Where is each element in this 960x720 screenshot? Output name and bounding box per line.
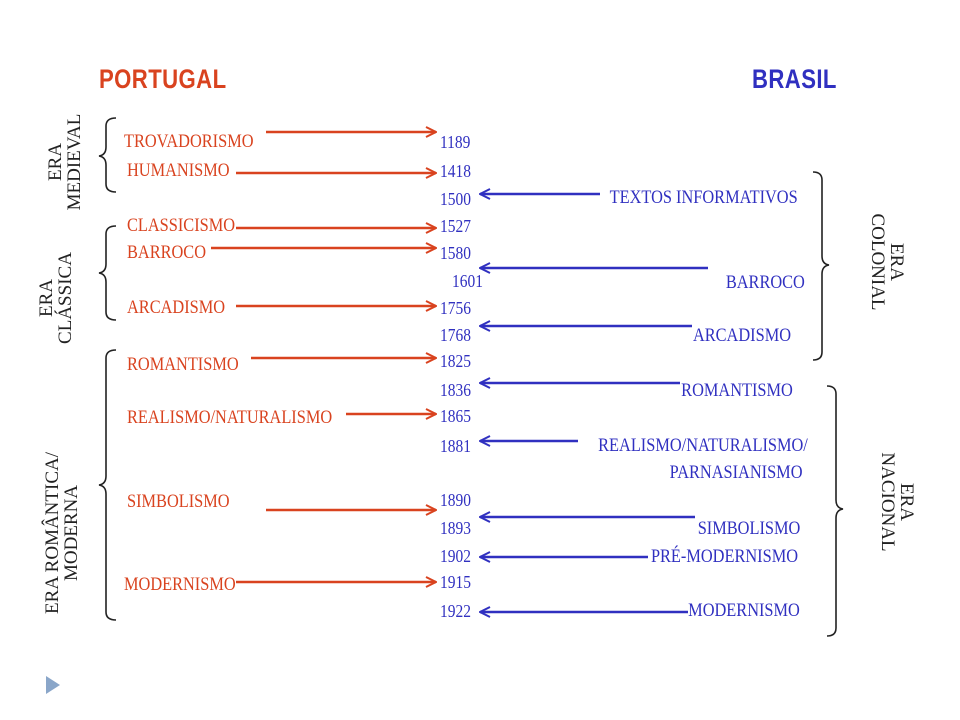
brasil-header: BRASIL	[752, 64, 837, 94]
br-year: 1768	[440, 325, 471, 345]
br-movement-label-line2: PARNASIANISMO	[670, 462, 803, 483]
era-classica-line2: CLÁSSICA	[55, 252, 76, 344]
bracket-classica	[98, 225, 117, 321]
br-year: 1601	[452, 271, 483, 291]
era-medieval: ERA MEDIEVAL	[45, 112, 86, 212]
pt-year: 1418	[440, 161, 471, 181]
br-movement-label: ARCADISMO	[692, 325, 791, 346]
br-year: 1922	[440, 601, 471, 621]
triangle-right-icon	[46, 676, 60, 694]
pt-movement-label: CLASSICISMO	[127, 215, 236, 236]
bracket-colonial	[812, 171, 830, 361]
era-nacional: ERA NACIONAL	[876, 452, 917, 552]
era-nacional-line1: ERA	[896, 483, 917, 521]
era-nacional-line2: NACIONAL	[877, 452, 898, 552]
br-movement-label: REALISMO/NATURALISMO/	[598, 435, 808, 456]
pt-year: 1915	[440, 572, 471, 592]
br-movement-label: BARROCO	[726, 272, 805, 293]
era-colonial-line2: COLONIAL	[867, 213, 888, 311]
pt-year: 1865	[440, 406, 471, 426]
pt-year: 1890	[440, 490, 471, 510]
pt-year: 1756	[440, 298, 471, 318]
era-medieval-line1: ERA	[45, 143, 66, 181]
br-year: 1902	[440, 546, 471, 566]
era-romantica-line1: ERA ROMÂNTICA/	[42, 451, 63, 615]
era-classica: ERA CLÁSSICA	[36, 248, 77, 348]
bracket-romantica	[98, 349, 117, 621]
pt-movement-label: SIMBOLISMO	[127, 491, 230, 512]
pt-movement-label: HUMANISMO	[127, 160, 230, 181]
br-movement-label: ROMANTISMO	[681, 380, 793, 401]
br-movement-label: MODERNISMO	[688, 600, 800, 621]
pt-movement-label: BARROCO	[127, 242, 206, 263]
pt-movement-label: ROMANTISMO	[127, 354, 239, 375]
bracket-medieval	[98, 117, 117, 193]
bracket-nacional	[826, 385, 844, 637]
era-medieval-line2: MEDIEVAL	[64, 113, 85, 211]
era-romantica-line2: MODERNA	[61, 484, 82, 582]
br-movement-label: SIMBOLISMO	[697, 518, 800, 539]
pt-movement-label: REALISMO/NATURALISMO	[127, 407, 333, 428]
br-movement-label: PRÉ-MODERNISMO	[650, 546, 798, 567]
pt-year: 1189	[440, 132, 471, 152]
pt-movement-label: TROVADORISMO	[124, 131, 254, 152]
era-colonial: ERA COLONIAL	[866, 212, 907, 312]
br-year: 1500	[440, 189, 471, 209]
pt-year: 1580	[440, 243, 471, 263]
era-romantica: ERA ROMÂNTICA/ MODERNA	[42, 443, 83, 623]
br-year: 1881	[440, 436, 471, 456]
era-classica-line1: ERA	[36, 279, 57, 317]
era-colonial-line1: ERA	[886, 243, 907, 281]
pt-movement-label: MODERNISMO	[124, 574, 236, 595]
br-movement-label: TEXTOS INFORMATIVOS	[609, 187, 798, 208]
pt-year: 1527	[440, 216, 471, 236]
pt-movement-label: ARCADISMO	[127, 297, 226, 318]
pt-year: 1825	[440, 351, 471, 371]
portugal-header: PORTUGAL	[99, 64, 227, 94]
br-year: 1836	[440, 380, 471, 400]
br-year: 1893	[440, 518, 471, 538]
